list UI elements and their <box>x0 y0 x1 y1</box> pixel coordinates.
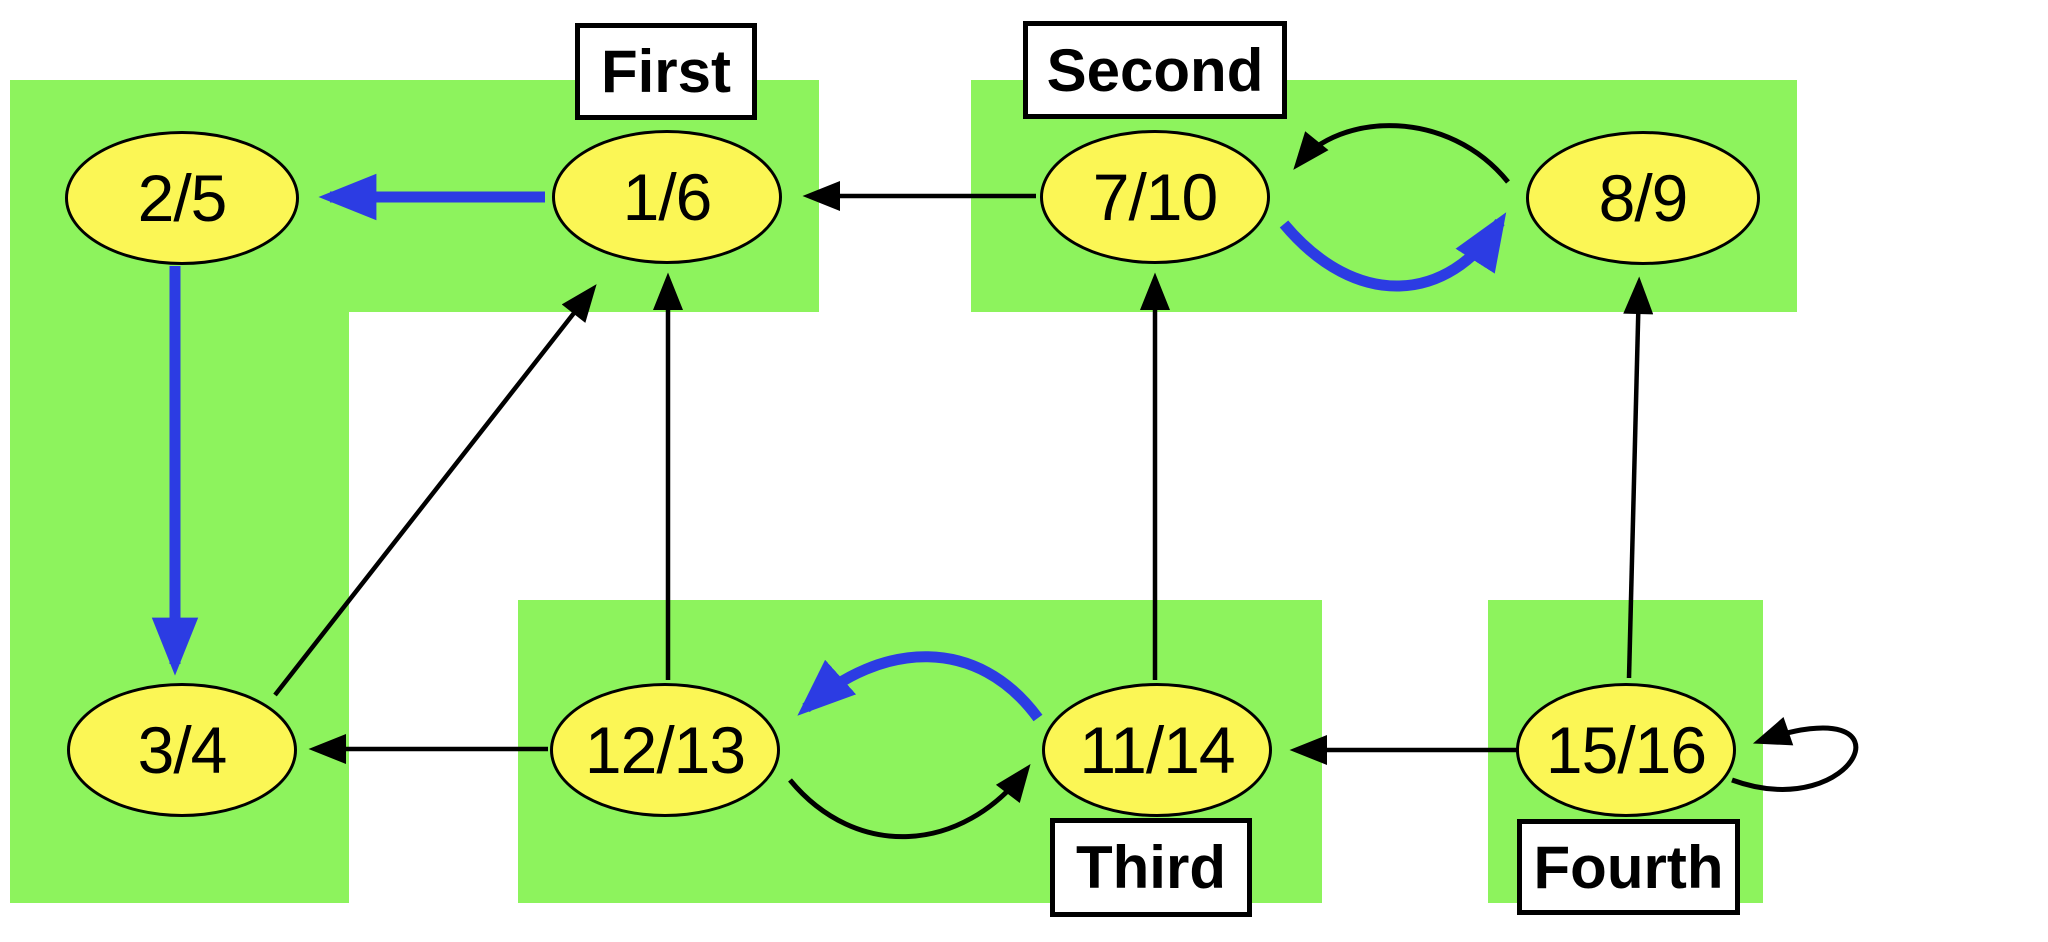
node-label: 11/14 <box>1079 713 1235 787</box>
node-11-14: 11/14 <box>1042 683 1272 817</box>
node-label: 15/16 <box>1545 713 1707 787</box>
node-label: 8/9 <box>1598 161 1689 235</box>
node-2-5: 2/5 <box>65 131 299 265</box>
node-1-6: 1/6 <box>552 130 782 264</box>
node-label: 1/6 <box>622 160 713 234</box>
node-label: 3/4 <box>137 713 228 787</box>
group-label-third: Third <box>1050 818 1252 917</box>
node-8-9: 8/9 <box>1526 131 1760 265</box>
group-label-second: Second <box>1023 21 1287 119</box>
node-12-13: 12/13 <box>550 683 780 817</box>
node-label: 7/10 <box>1092 160 1218 234</box>
group-label-fourth: Fourth <box>1517 819 1740 915</box>
node-15-16: 15/16 <box>1516 683 1736 817</box>
node-3-4: 3/4 <box>67 683 297 817</box>
node-label: 2/5 <box>137 161 228 235</box>
node-7-10: 7/10 <box>1040 130 1270 264</box>
node-label: 12/13 <box>584 713 746 787</box>
group-label-first: First <box>575 23 757 120</box>
